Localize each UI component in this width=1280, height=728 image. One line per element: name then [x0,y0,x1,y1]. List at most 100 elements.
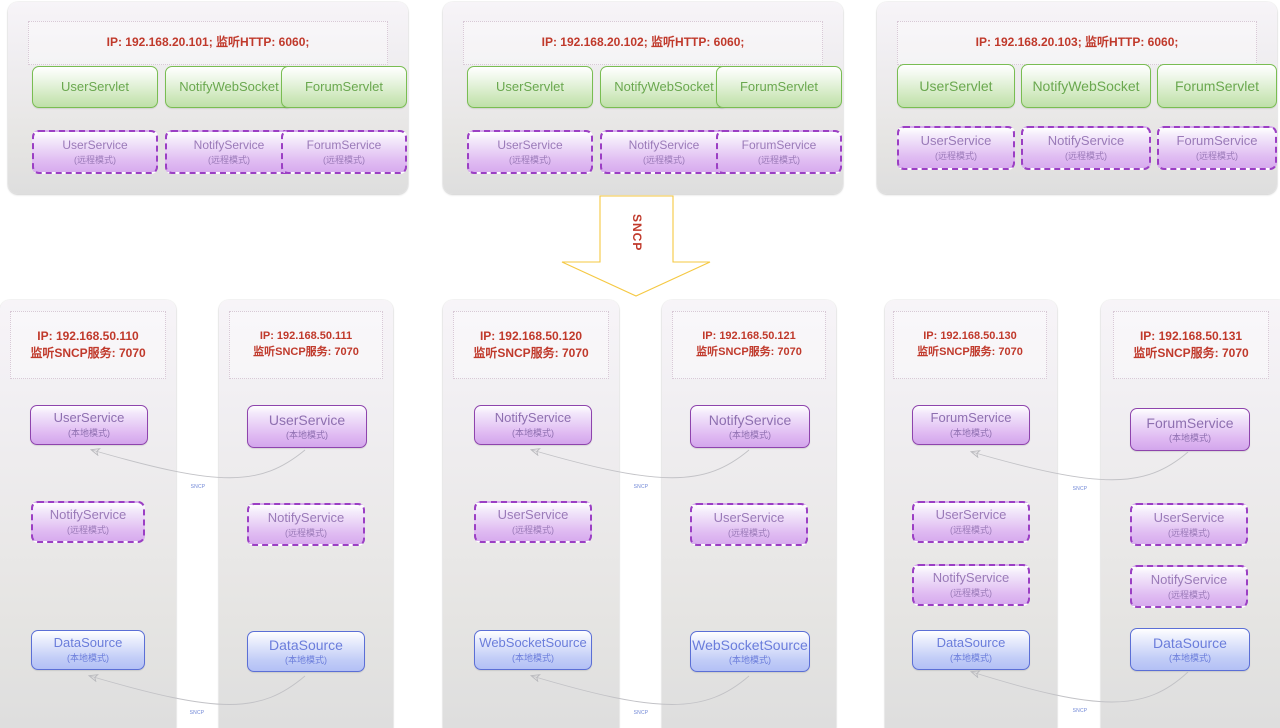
node-mode: (远程模式) [728,527,770,538]
node-label: UserServlet [919,77,993,94]
web-host-panel-1[interactable]: IP: 192.168.20.101; 监听HTTP: 6060; UserSe… [8,2,408,194]
service-node[interactable]: NotifyService (远程模式) [912,564,1030,606]
node-label: NotifyService [708,412,792,429]
node-label: NotifyWebSocket [614,78,714,94]
web-host-panel-3[interactable]: IP: 192.168.20.103; 监听HTTP: 6060; UserSe… [877,2,1277,194]
host-ip-text: IP: 192.168.20.103; 监听HTTP: 6060; [975,35,1179,50]
service-ip-line-1: IP: 192.168.50.111 [259,330,353,343]
service-host-panel-1[interactable]: IP: 192.168.50.110 监听SNCP服务: 7070 UserSe… [0,300,176,728]
servlet-node[interactable]: NotifyWebSocket [1021,64,1151,108]
node-mode: (远程模式) [935,151,977,162]
service-node[interactable]: NotifyService (远程模式) [165,130,293,174]
service-host-panel-5[interactable]: IP: 192.168.50.130 监听SNCP服务: 7070 ForumS… [885,300,1057,728]
service-ip-line-2: 监听SNCP服务: 7070 [917,346,1023,358]
node-label: UserService [935,507,1007,523]
peer-link-label: SNCP [1072,486,1088,492]
service-node[interactable]: UserService (本地模式) [247,405,367,448]
servlet-node[interactable]: UserServlet [467,66,593,108]
node-mode: (本地模式) [950,653,992,664]
host-ip-header-3: IP: 192.168.20.103; 监听HTTP: 6060; [897,21,1257,65]
node-label: ForumService [306,137,382,152]
node-label: UserService [920,133,992,149]
service-node[interactable]: NotifyService (远程模式) [31,501,145,543]
sncp-arrow-label: SNCP [630,214,644,252]
datasource-node[interactable]: WebSocketSource (本地模式) [474,630,592,670]
node-label: DataSource [1153,635,1227,652]
service-node[interactable]: NotifyService (本地模式) [690,405,810,448]
datasource-node[interactable]: DataSource (本地模式) [912,630,1030,670]
node-label: UserServlet [61,78,129,94]
service-node[interactable]: ForumService (本地模式) [1130,408,1250,451]
datasource-node[interactable]: DataSource (本地模式) [1130,628,1250,671]
service-host-panel-4[interactable]: IP: 192.168.50.121 监听SNCP服务: 7070 Notify… [662,300,836,728]
node-label: DataSource [936,635,1006,651]
peer-link-label: SNCP [633,484,649,490]
service-ip-line-2: 监听SNCP服务: 7070 [473,346,589,360]
node-mode: (本地模式) [1169,653,1211,664]
service-node[interactable]: ForumService (本地模式) [912,405,1030,445]
servlet-node[interactable]: ForumServlet [281,66,407,108]
service-node[interactable]: UserService (远程模式) [32,130,158,174]
web-host-panel-2[interactable]: IP: 192.168.20.102; 监听HTTP: 6060; UserSe… [443,2,843,194]
service-ip-header-1: IP: 192.168.50.110 监听SNCP服务: 7070 [10,311,166,379]
datasource-node[interactable]: DataSource (本地模式) [31,630,145,670]
service-node[interactable]: ForumService (远程模式) [1157,126,1277,170]
service-node[interactable]: UserService (远程模式) [1130,503,1248,546]
service-node[interactable]: UserService (远程模式) [690,503,808,546]
servlet-node[interactable]: NotifyWebSocket [600,66,728,108]
service-ip-header-4: IP: 192.168.50.121 监听SNCP服务: 7070 [672,311,826,379]
node-label: NotifyService [932,570,1010,586]
node-mode: (远程模式) [950,588,992,599]
service-node[interactable]: NotifyService (本地模式) [474,405,592,445]
node-label: DataSource [269,637,343,654]
service-ip-header-5: IP: 192.168.50.130 监听SNCP服务: 7070 [893,311,1047,379]
service-node[interactable]: ForumService (远程模式) [716,130,842,174]
node-label: NotifyService [267,509,345,525]
service-ip-line-1: IP: 192.168.50.110 [37,328,139,343]
service-ip-line-2: 监听SNCP服务: 7070 [30,346,146,360]
datasource-node[interactable]: DataSource (本地模式) [247,631,365,672]
node-mode: (远程模式) [1065,151,1107,162]
node-label: ForumService [1176,133,1258,149]
node-label: UserService [53,410,125,426]
service-host-panel-2[interactable]: IP: 192.168.50.111 监听SNCP服务: 7070 UserSe… [219,300,393,728]
node-mode: (远程模式) [758,154,800,165]
service-node[interactable]: NotifyService (远程模式) [1130,565,1248,608]
node-label: ForumService [930,410,1012,426]
node-mode: (本地模式) [285,655,327,666]
servlet-node[interactable]: ForumServlet [1157,64,1277,108]
host-ip-header-2: IP: 192.168.20.102; 监听HTTP: 6060; [463,21,823,65]
service-node[interactable]: UserService (远程模式) [897,126,1015,170]
node-mode: (本地模式) [67,653,109,664]
service-node[interactable]: NotifyService (远程模式) [1021,126,1151,170]
servlet-node[interactable]: ForumServlet [716,66,842,108]
peer-link-label: SNCP [1072,708,1088,714]
node-mode: (远程模式) [1168,589,1210,600]
node-mode: (本地模式) [512,428,554,439]
node-mode: (本地模式) [1169,433,1211,444]
service-node[interactable]: UserService (远程模式) [467,130,593,174]
service-node[interactable]: NotifyService (远程模式) [600,130,728,174]
service-host-panel-6[interactable]: IP: 192.168.50.131 监听SNCP服务: 7070 ForumS… [1101,300,1280,728]
peer-link-label: SNCP [633,710,649,716]
node-mode: (远程模式) [285,527,327,538]
servlet-node[interactable]: NotifyWebSocket [165,66,293,108]
service-ip-header-2: IP: 192.168.50.111 监听SNCP服务: 7070 [229,311,383,379]
service-node[interactable]: UserService (远程模式) [474,501,592,543]
node-mode: (远程模式) [509,154,551,165]
service-node[interactable]: UserService (本地模式) [30,405,148,445]
node-label: NotifyService [49,507,127,523]
service-host-panel-3[interactable]: IP: 192.168.50.120 监听SNCP服务: 7070 Notify… [443,300,619,728]
service-node[interactable]: UserService (远程模式) [912,501,1030,543]
service-node[interactable]: ForumService (远程模式) [281,130,407,174]
datasource-node[interactable]: WebSocketSource (本地模式) [690,631,810,672]
service-node[interactable]: NotifyService (远程模式) [247,503,365,546]
node-mode: (本地模式) [286,430,328,441]
servlet-node[interactable]: UserServlet [897,64,1015,108]
node-mode: (远程模式) [1196,151,1238,162]
node-label: UserService [713,509,785,525]
servlet-node[interactable]: UserServlet [32,66,158,108]
node-label: UserService [62,137,128,152]
node-label: NotifyWebSocket [1032,77,1140,94]
